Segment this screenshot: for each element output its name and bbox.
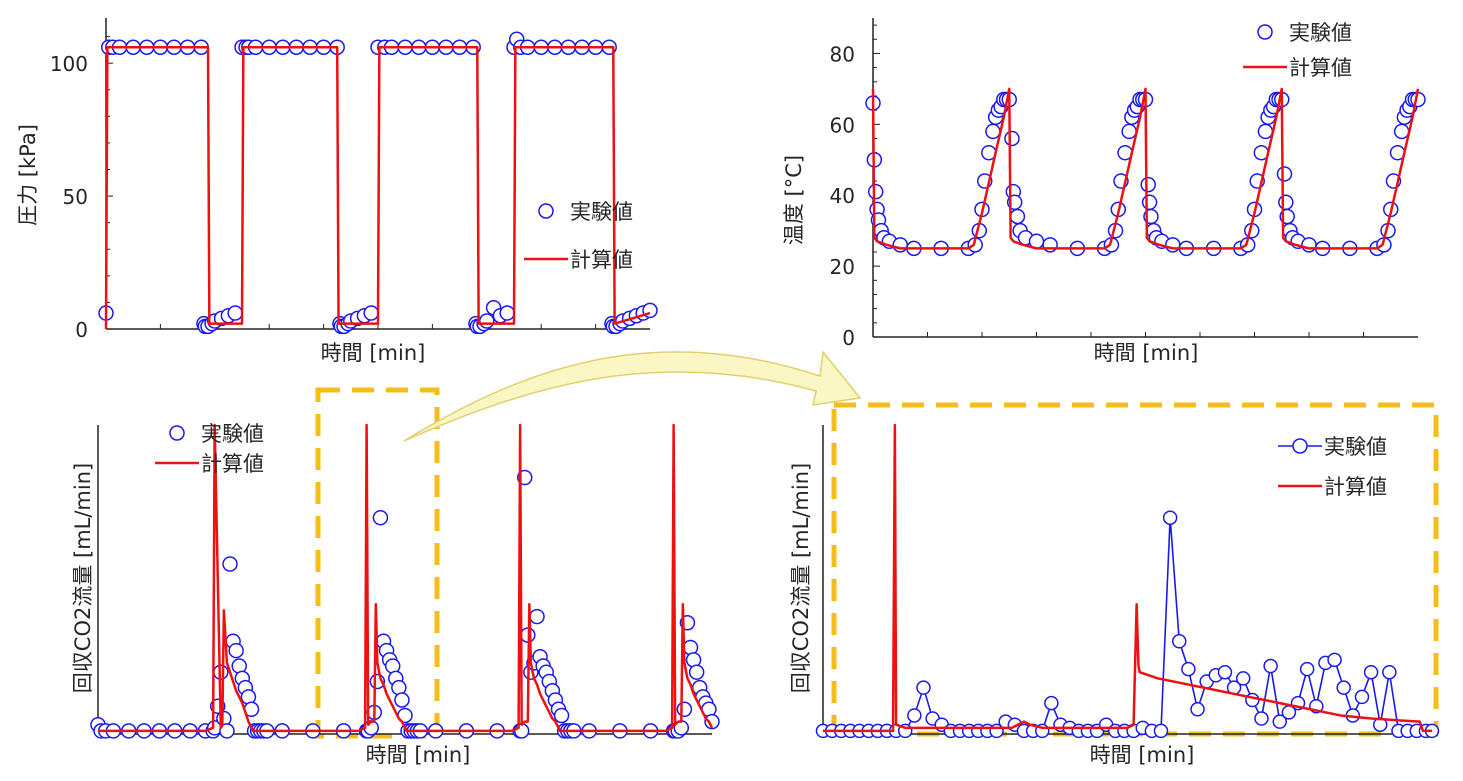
data-point-experimental bbox=[499, 305, 515, 321]
y-axis-label: 回収CO2流量 [mL/min] bbox=[71, 463, 95, 693]
series-line-calculated bbox=[823, 423, 1432, 733]
data-point-experimental bbox=[1276, 166, 1293, 182]
data-point-experimental bbox=[1042, 237, 1058, 253]
data-point-experimental bbox=[688, 664, 705, 680]
y-axis-label: 回収CO2流量 [mL/min] bbox=[789, 463, 813, 693]
data-point-experimental bbox=[1336, 680, 1351, 695]
x-axis-label: 時間 [min] bbox=[366, 743, 471, 767]
y-tick-label: 80 bbox=[830, 42, 855, 66]
data-point-experimental bbox=[1382, 664, 1397, 680]
data-point-experimental bbox=[228, 642, 244, 659]
plot-area bbox=[98, 31, 658, 335]
data-point-experimental bbox=[1363, 664, 1379, 680]
series-line-calculated bbox=[871, 87, 1420, 250]
data-point-experimental bbox=[892, 237, 908, 253]
data-point-experimental bbox=[553, 707, 570, 724]
data-point-experimental bbox=[394, 692, 410, 708]
plot-area bbox=[865, 87, 1426, 257]
y-axis-label: 温度 [°C] bbox=[782, 155, 806, 245]
plot-area bbox=[90, 423, 720, 739]
legend-label-experimental: 実験値 bbox=[1324, 435, 1387, 459]
data-point-experimental bbox=[1165, 237, 1181, 253]
legend-marker-experimental bbox=[169, 425, 185, 441]
highlight-box-source bbox=[315, 387, 440, 739]
data-point-experimental bbox=[1190, 702, 1205, 717]
y-tick-label: 100 bbox=[50, 52, 88, 76]
series-line-calculated bbox=[104, 45, 651, 330]
x-axis-label: 時間 [min] bbox=[1094, 341, 1199, 365]
data-point-experimental bbox=[1181, 661, 1196, 677]
data-point-experimental bbox=[1278, 194, 1294, 211]
data-point-experimental bbox=[1354, 689, 1370, 705]
data-point-experimental bbox=[372, 509, 389, 526]
series-line-experimental bbox=[823, 517, 1432, 732]
x-axis-label: 時間 [min] bbox=[321, 341, 426, 365]
y-tick-label: 50 bbox=[63, 185, 88, 209]
data-point-experimental bbox=[529, 608, 545, 625]
data-point-experimental bbox=[1272, 714, 1287, 729]
data-point-experimental bbox=[1257, 123, 1274, 140]
data-point-experimental bbox=[1301, 237, 1317, 253]
data-point-experimental bbox=[227, 305, 243, 321]
data-point-experimental bbox=[985, 123, 1001, 140]
data-point-experimental bbox=[513, 723, 530, 739]
data-point-experimental bbox=[1299, 661, 1315, 677]
legend-label-experimental: 実験値 bbox=[201, 422, 264, 446]
zoom-arrow bbox=[403, 350, 862, 442]
series-line-calculated bbox=[98, 423, 714, 733]
data-point-experimental bbox=[1140, 176, 1156, 193]
legend-label-experimental: 実験値 bbox=[1289, 21, 1352, 45]
x-axis-label: 時間 [min] bbox=[1090, 743, 1195, 767]
data-point-experimental bbox=[1172, 634, 1187, 649]
y-tick-label: 40 bbox=[830, 184, 855, 208]
data-point-experimental bbox=[1121, 123, 1137, 140]
data-point-experimental bbox=[1141, 194, 1158, 211]
data-point-experimental bbox=[1254, 711, 1269, 726]
data-point-experimental bbox=[1044, 695, 1059, 711]
data-point-experimental bbox=[1393, 123, 1410, 140]
legend-label-calculated: 計算値 bbox=[1289, 56, 1352, 80]
data-point-experimental bbox=[479, 313, 495, 329]
y-tick-label: 60 bbox=[830, 113, 855, 137]
y-axis-label: 圧力 [kPa] bbox=[16, 124, 40, 226]
data-point-experimental bbox=[907, 708, 922, 723]
data-point-experimental bbox=[1004, 130, 1020, 147]
data-point-experimental bbox=[1162, 510, 1178, 525]
plot-area bbox=[815, 423, 1440, 739]
legend-label-calculated: 計算値 bbox=[570, 248, 633, 272]
legend-marker-experimental bbox=[538, 203, 554, 219]
data-point-experimental bbox=[916, 680, 931, 695]
legend-label-calculated: 計算値 bbox=[1324, 475, 1387, 499]
data-point-experimental bbox=[363, 305, 379, 321]
y-tick-label: 20 bbox=[830, 255, 855, 279]
data-point-experimental bbox=[1235, 671, 1251, 686]
data-point-experimental bbox=[867, 183, 884, 200]
data-point-experimental bbox=[676, 701, 693, 718]
data-point-experimental bbox=[1153, 723, 1169, 739]
data-point-experimental bbox=[1263, 658, 1278, 674]
y-tick-label: 0 bbox=[75, 318, 88, 342]
data-point-experimental bbox=[704, 713, 720, 730]
legend-marker-experimental bbox=[1257, 24, 1273, 40]
data-point-experimental bbox=[1327, 652, 1342, 668]
data-point-experimental bbox=[222, 556, 238, 572]
data-point-experimental bbox=[1217, 664, 1233, 680]
legend-label-experimental: 実験値 bbox=[570, 200, 633, 224]
legend-label-calculated: 計算値 bbox=[201, 452, 264, 476]
y-tick-label: 0 bbox=[842, 326, 855, 350]
data-point-experimental bbox=[219, 723, 235, 739]
data-point-experimental bbox=[1009, 208, 1026, 225]
legend-marker-experimental bbox=[1292, 438, 1308, 454]
